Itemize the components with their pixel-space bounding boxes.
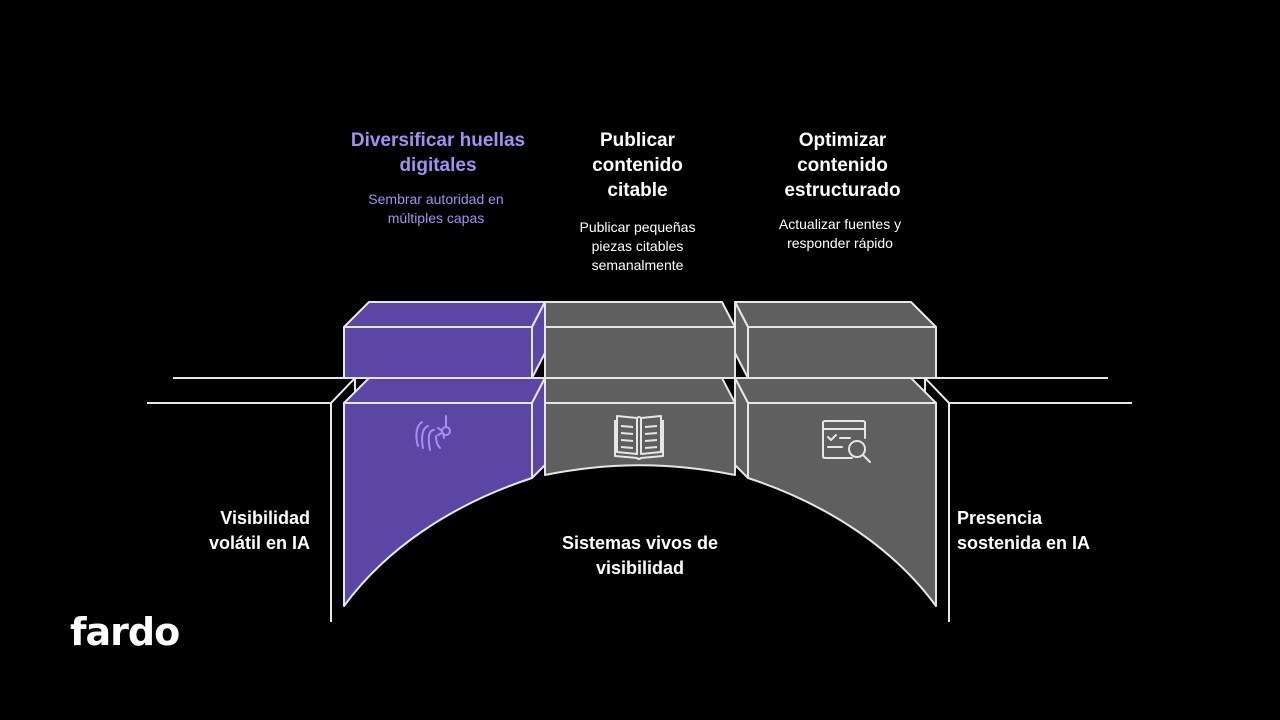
block3-upper-front (747, 326, 937, 379)
block1-top-face (343, 301, 546, 328)
left-label: Visibilidad volátil en IA (208, 508, 310, 553)
block2-lower-top (544, 377, 736, 404)
stage-3-description: Actualizar fuentes y responder rápido (778, 216, 902, 251)
document-search-icon (822, 420, 871, 463)
block3-top-face (734, 301, 937, 328)
right-label: Presencia sostenida en IA (957, 508, 1091, 553)
stage-1-title: Diversificar huellas digitales (350, 130, 526, 176)
block1-lower-top (343, 377, 546, 404)
stage-2-description: Publicar pequeñas piezas citables semana… (579, 219, 696, 273)
fingerprint-icon (415, 415, 451, 451)
open-book-icon (614, 415, 664, 460)
block3-lower-front (747, 402, 937, 607)
block2-top-face (544, 301, 736, 328)
block1-upper-front (343, 326, 533, 379)
stage-block-1 (343, 301, 546, 607)
stage-2-title: Publicar contenido citable (592, 130, 683, 201)
bridge-label: Sistemas vivos de visibilidad (561, 533, 719, 578)
block2-upper-front (544, 326, 736, 379)
block3-lower-top (734, 377, 937, 404)
block3-lower-side (734, 377, 749, 479)
stage-3-title: Optimizar contenido estructurado (784, 130, 901, 201)
block1-lower-front (343, 402, 533, 607)
fardo-logo: fardo (70, 610, 180, 654)
stage-1-description: Sembrar autoridad en múltiples capas (368, 191, 504, 226)
stage-block-3 (734, 301, 937, 607)
